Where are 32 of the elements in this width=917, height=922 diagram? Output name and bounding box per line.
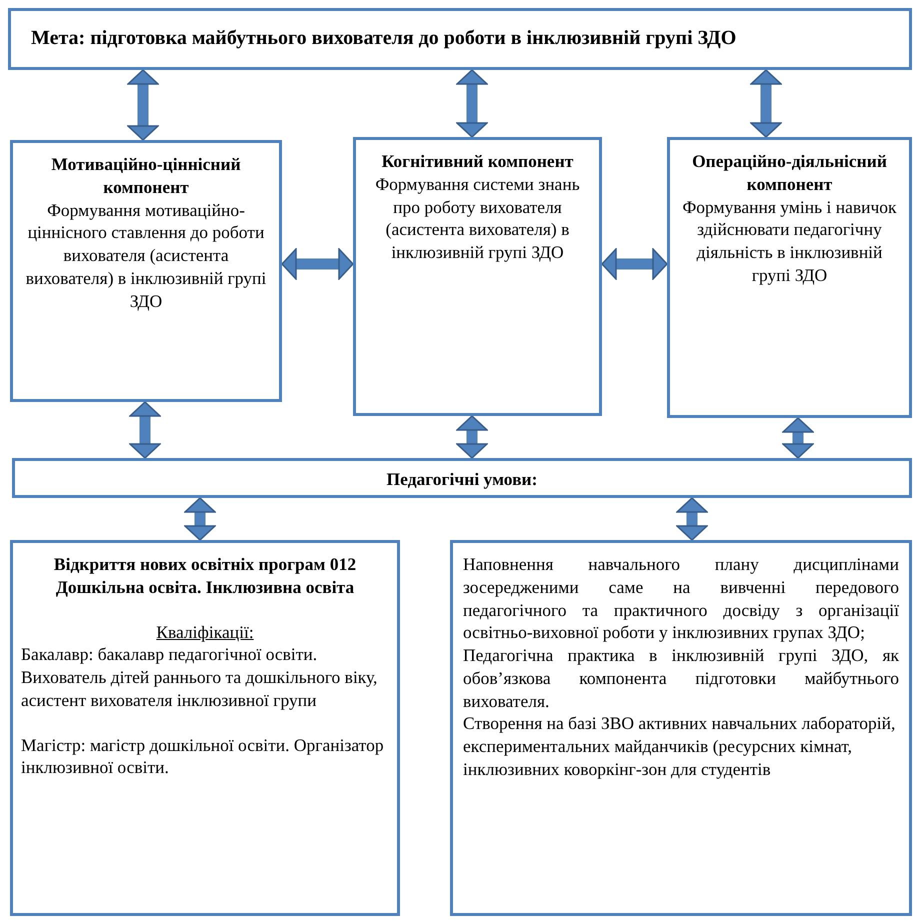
double-arrow xyxy=(129,401,161,459)
double-arrow xyxy=(601,248,668,280)
text-box xyxy=(10,140,282,402)
heading-text: Когнітивний компонент xyxy=(380,150,574,173)
text-box xyxy=(8,8,912,70)
body-text: Формування системи знань про роботу вихователя (асистента вихователя) в інклюзивній групі ЗДО xyxy=(374,172,581,264)
double-arrow xyxy=(782,417,814,459)
text-box xyxy=(353,137,602,416)
double-arrow xyxy=(184,497,216,541)
double-arrow xyxy=(676,497,708,541)
heading-text: Відкриття нових освітніх програм 012 Дошкільна освіта. Інклюзивна освіта xyxy=(52,553,358,598)
body-text: Бакалавр: бакалавр педагогічної освіти. Вихователь дітей раннього та дошкільного віку, асистент вихователя інклюзивної групи xyxy=(21,643,378,712)
heading-text: Педагогічні умови: xyxy=(386,468,538,491)
double-arrow xyxy=(750,69,782,138)
body-text: Наповнення навчального плану дисциплінами зосередженими саме на вивченні передового педагогічного та практичного досвіду з організації освітньо-виховної роботи у інклюзивних групах ЗДО; xyxy=(463,553,899,644)
text-box xyxy=(450,540,912,916)
double-arrow xyxy=(456,69,488,138)
heading-text: Мотиваційно-ціннісний компонент xyxy=(50,153,242,198)
band-box xyxy=(12,458,912,498)
double-arrow xyxy=(127,69,159,141)
body-text: Магістр: магістр дошкільної освіти. Організатор інклюзивної освіти. xyxy=(21,734,385,779)
text-box xyxy=(667,137,912,418)
double-arrow xyxy=(456,415,488,459)
text-box xyxy=(10,540,400,916)
heading-text: Операційно-діяльнісний компонент xyxy=(691,150,888,196)
body-text: Педагогічна практика в інклюзивній групі ЗДО, як обов’язкова компонента підготовки майбутнього вихователя. xyxy=(463,644,899,712)
body-text: Формування мотиваційно-ціннісного ставлення до роботи вихователя (асистента вихователя) в інклюзивній групі ЗДО xyxy=(24,198,268,312)
body-text: Формування умінь і навичок здійснювати педагогічну діяльність в інклюзивній групі ЗДО xyxy=(681,196,898,286)
double-arrow xyxy=(281,248,354,280)
heading-text: Мета: підготовка майбутнього вихователя до роботи в інклюзивній групі ЗДО xyxy=(31,26,738,51)
body-text: Кваліфікації: xyxy=(155,620,255,644)
body-text: Створення на базі ЗВО активних навчальних лабораторій, експериментальних майданчиків (ресурсних кімнат, інклюзивних коворкінг-зон для студентів xyxy=(463,712,896,780)
